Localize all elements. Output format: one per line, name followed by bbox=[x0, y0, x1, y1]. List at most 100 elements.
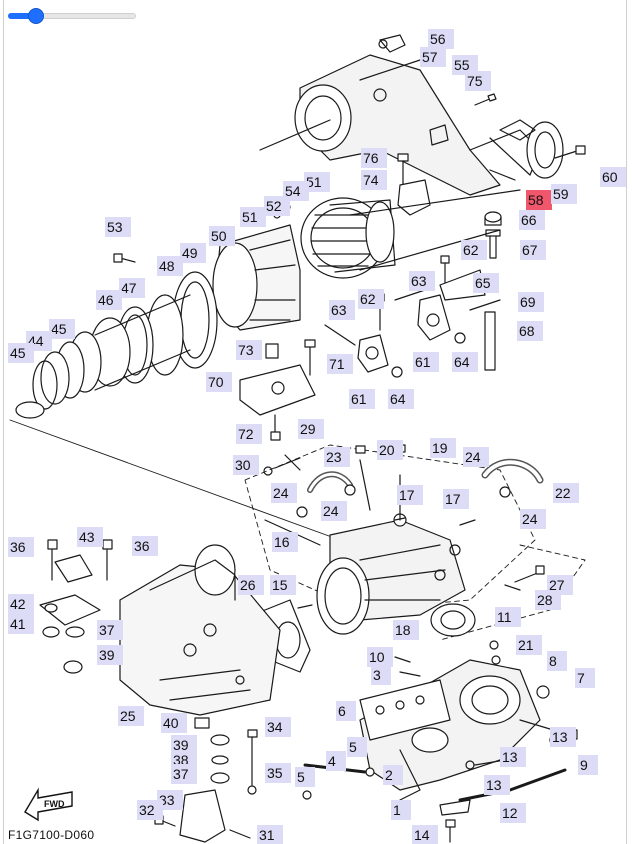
part-label-9[interactable]: 9 bbox=[578, 755, 598, 775]
part-label-71[interactable]: 71 bbox=[327, 354, 353, 374]
part-label-37b[interactable]: 37 bbox=[171, 764, 197, 784]
part-label-50[interactable]: 50 bbox=[209, 226, 235, 246]
part-label-30[interactable]: 30 bbox=[233, 455, 259, 475]
part-label-26[interactable]: 26 bbox=[238, 575, 264, 595]
part-label-70[interactable]: 70 bbox=[206, 372, 232, 392]
part-label-31[interactable]: 31 bbox=[257, 825, 283, 844]
part-label-13c[interactable]: 13 bbox=[484, 775, 510, 795]
part-label-29[interactable]: 29 bbox=[298, 419, 324, 439]
part-label-4[interactable]: 4 bbox=[326, 751, 346, 771]
part-label-13a[interactable]: 13 bbox=[550, 727, 576, 747]
part-label-35[interactable]: 35 bbox=[265, 763, 291, 783]
part-label-47[interactable]: 47 bbox=[119, 278, 145, 298]
part-label-20[interactable]: 20 bbox=[377, 440, 403, 460]
part-label-text: 53 bbox=[107, 219, 123, 235]
part-label-60[interactable]: 60 bbox=[600, 167, 626, 187]
part-label-53[interactable]: 53 bbox=[105, 217, 131, 237]
part-label-57[interactable]: 57 bbox=[420, 47, 446, 67]
part-label-41[interactable]: 41 bbox=[8, 614, 34, 634]
part-label-34[interactable]: 34 bbox=[265, 717, 291, 737]
part-label-5a[interactable]: 5 bbox=[347, 737, 367, 757]
part-label-66[interactable]: 66 bbox=[519, 210, 545, 230]
part-label-43[interactable]: 43 bbox=[77, 527, 103, 547]
part-label-24b[interactable]: 24 bbox=[271, 483, 297, 503]
part-label-51b[interactable]: 51 bbox=[240, 207, 266, 227]
part-label-18[interactable]: 18 bbox=[393, 620, 419, 640]
part-label-74[interactable]: 74 bbox=[361, 170, 387, 190]
part-label-text: 37 bbox=[99, 622, 115, 638]
part-label-46[interactable]: 46 bbox=[96, 290, 122, 310]
part-label-11[interactable]: 11 bbox=[495, 607, 521, 627]
part-label-36a[interactable]: 36 bbox=[8, 537, 34, 557]
part-label-7[interactable]: 7 bbox=[575, 668, 595, 688]
part-label-1[interactable]: 1 bbox=[391, 800, 411, 820]
part-label-73[interactable]: 73 bbox=[236, 340, 262, 360]
part-label-25[interactable]: 25 bbox=[118, 706, 144, 726]
part-label-text: 49 bbox=[182, 245, 198, 261]
part-label-box bbox=[157, 790, 183, 810]
part-label-62a[interactable]: 62 bbox=[461, 240, 487, 260]
part-label-63a[interactable]: 63 bbox=[409, 271, 435, 291]
part-label-40[interactable]: 40 bbox=[161, 713, 187, 733]
zoom-slider-handle[interactable] bbox=[28, 8, 45, 24]
part-label-64a[interactable]: 64 bbox=[452, 352, 478, 372]
part-label-3[interactable]: 3 bbox=[371, 665, 391, 685]
part-label-28[interactable]: 28 bbox=[535, 590, 561, 610]
part-label-75[interactable]: 75 bbox=[465, 71, 491, 91]
part-label-13b[interactable]: 13 bbox=[500, 747, 526, 767]
part-label-51a[interactable]: 51 bbox=[304, 172, 330, 192]
part-label-text: 35 bbox=[267, 765, 283, 781]
part-label-text: 16 bbox=[274, 534, 290, 550]
part-label-24c[interactable]: 24 bbox=[321, 501, 347, 521]
part-label-24d[interactable]: 24 bbox=[520, 509, 546, 529]
part-label-text: 43 bbox=[79, 529, 95, 545]
part-label-45b[interactable]: 45 bbox=[8, 343, 34, 363]
part-label-56[interactable]: 56 bbox=[428, 29, 454, 49]
part-label-14[interactable]: 14 bbox=[412, 825, 438, 844]
part-label-67[interactable]: 67 bbox=[520, 240, 546, 260]
part-label-63b[interactable]: 63 bbox=[329, 300, 355, 320]
part-label-39[interactable]: 39 bbox=[97, 645, 123, 665]
part-label-32[interactable]: 32 bbox=[137, 800, 163, 820]
part-label-49[interactable]: 49 bbox=[180, 243, 206, 263]
part-label-61a[interactable]: 61 bbox=[413, 352, 439, 372]
part-label-23[interactable]: 23 bbox=[324, 447, 350, 467]
part-label-58[interactable]: 58 bbox=[526, 190, 552, 210]
part-label-72[interactable]: 72 bbox=[236, 424, 262, 444]
part-label-76[interactable]: 76 bbox=[361, 148, 387, 168]
part-label-6[interactable]: 6 bbox=[336, 701, 356, 721]
part-label-55[interactable]: 55 bbox=[452, 55, 478, 75]
part-label-62b[interactable]: 62 bbox=[358, 289, 384, 309]
part-label-69[interactable]: 69 bbox=[518, 292, 544, 312]
part-label-8[interactable]: 8 bbox=[547, 651, 567, 671]
part-label-5b[interactable]: 5 bbox=[295, 767, 315, 787]
part-label-22[interactable]: 22 bbox=[553, 483, 579, 503]
part-label-15[interactable]: 15 bbox=[270, 575, 296, 595]
part-label-68[interactable]: 68 bbox=[517, 321, 543, 341]
part-label-box bbox=[520, 509, 546, 529]
part-label-10[interactable]: 10 bbox=[367, 647, 393, 667]
part-label-21[interactable]: 21 bbox=[516, 635, 542, 655]
part-label-48[interactable]: 48 bbox=[157, 256, 183, 276]
part-label-64b[interactable]: 64 bbox=[388, 389, 414, 409]
part-label-text: 24 bbox=[323, 503, 339, 519]
part-label-42[interactable]: 42 bbox=[8, 594, 34, 614]
part-label-45a[interactable]: 45 bbox=[49, 319, 75, 339]
part-label-16[interactable]: 16 bbox=[272, 532, 298, 552]
part-label-2[interactable]: 2 bbox=[383, 765, 403, 785]
part-label-box bbox=[551, 184, 577, 204]
part-label-24a[interactable]: 24 bbox=[463, 447, 489, 467]
part-label-36b[interactable]: 36 bbox=[132, 536, 158, 556]
part-label-61b[interactable]: 61 bbox=[349, 389, 375, 409]
part-label-17a[interactable]: 17 bbox=[397, 485, 423, 505]
part-label-17b[interactable]: 17 bbox=[443, 489, 469, 509]
part-label-37[interactable]: 37 bbox=[97, 620, 123, 640]
part-label-12[interactable]: 12 bbox=[500, 803, 526, 823]
part-label-65[interactable]: 65 bbox=[473, 273, 499, 293]
part-label-59[interactable]: 59 bbox=[551, 184, 577, 204]
part-label-box bbox=[161, 713, 187, 733]
part-label-19[interactable]: 19 bbox=[430, 438, 456, 458]
part-label-52[interactable]: 52 bbox=[264, 196, 290, 216]
zoom-slider[interactable] bbox=[8, 7, 136, 25]
hose-clamp-stack-illustration bbox=[15, 271, 218, 419]
